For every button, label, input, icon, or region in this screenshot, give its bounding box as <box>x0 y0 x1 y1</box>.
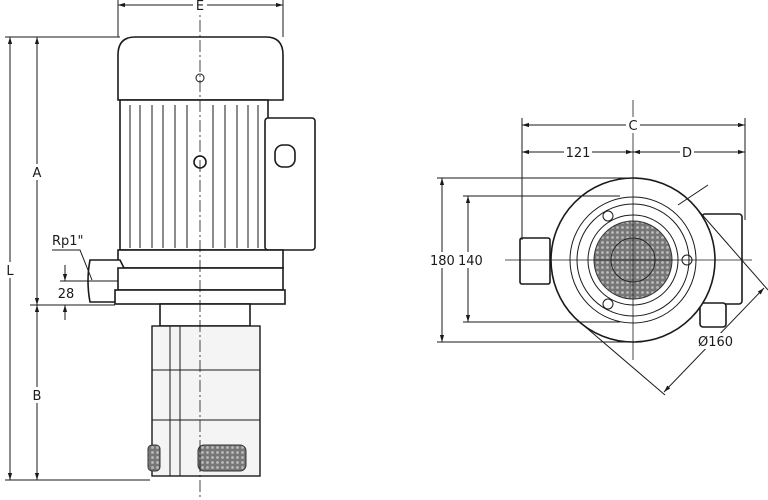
inlet-label: Rp1" <box>52 234 84 249</box>
dim-d-label: D <box>682 146 692 161</box>
motor-fins <box>129 105 259 248</box>
junction-box-plug <box>274 144 296 168</box>
top-view: C 121 D 180 140 Ø160 <box>428 100 768 396</box>
inlet-port <box>519 237 551 285</box>
pump-head <box>117 267 284 291</box>
cable-gland <box>699 302 727 328</box>
mount-hole <box>602 210 614 222</box>
dim-c-label: C <box>628 119 637 134</box>
pump-neck <box>159 303 251 327</box>
pump-body-lines <box>152 326 260 476</box>
dim-180-label: 180 <box>430 254 455 269</box>
suction-strainer <box>197 444 247 472</box>
dim-l-label: L <box>6 264 14 279</box>
dim-b-label: B <box>33 389 42 404</box>
inlet-leader <box>52 249 93 281</box>
motor-body <box>119 99 269 251</box>
motor-fan-cover <box>117 36 284 101</box>
junction-box <box>264 117 316 251</box>
side-view: E L A B 28 Rp1" <box>3 0 316 500</box>
motor-flange <box>117 249 284 269</box>
vent-screw <box>677 184 709 206</box>
dim-121-label: 121 <box>566 146 591 161</box>
dim-a-label: A <box>33 166 42 181</box>
dim-140-label: 140 <box>458 254 483 269</box>
dim-diameter-label: Ø160 <box>698 335 733 350</box>
suction-strainer-side <box>147 444 161 472</box>
mount-hole <box>602 298 614 310</box>
dim-28-label: 28 <box>58 287 75 302</box>
dim-e-label: E <box>196 0 204 14</box>
